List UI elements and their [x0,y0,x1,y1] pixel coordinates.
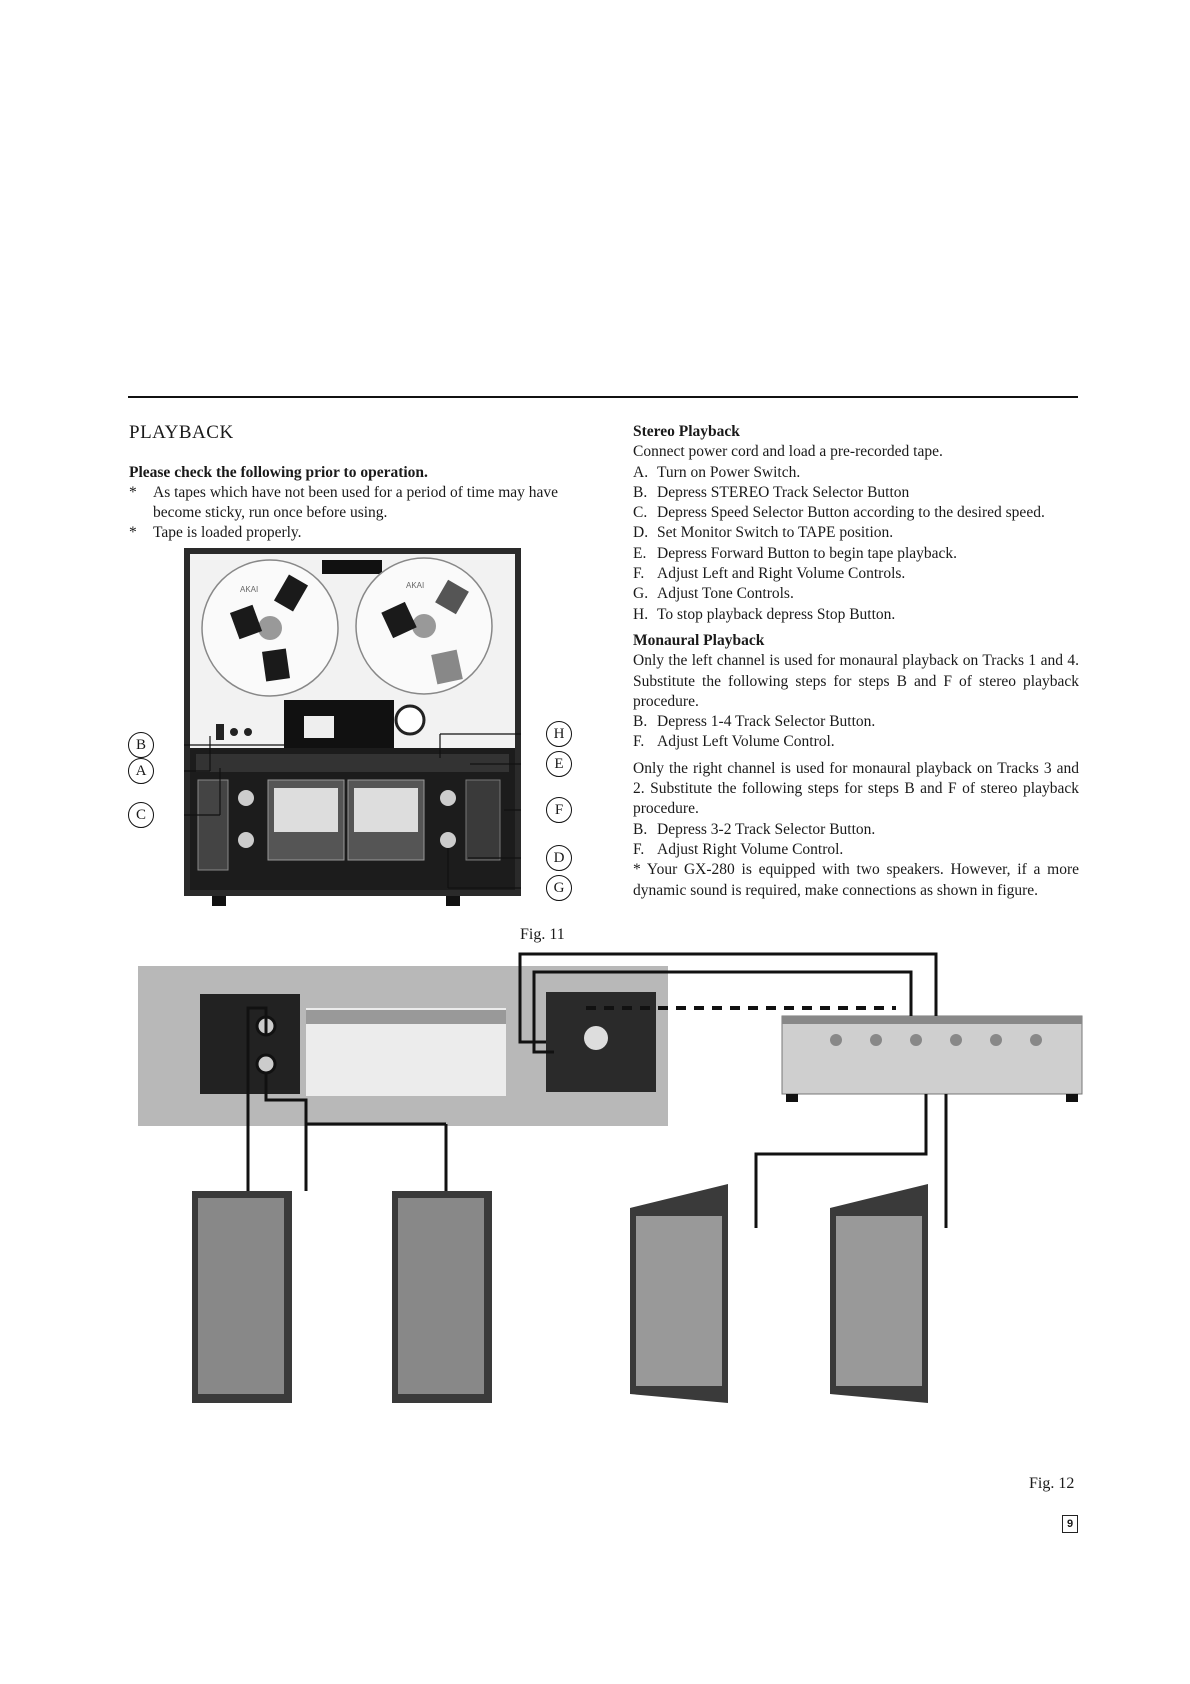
page-title: PLAYBACK [129,422,234,443]
stereo-intro: Connect power cord and load a pre-record… [633,443,943,461]
fig11-label: Fig. 11 [520,926,565,943]
tape-deck-figure: AKAI AKAI [184,548,521,906]
fig12-label: Fig. 12 [1029,1475,1075,1492]
monaural-step: F.Adjust Right Volume Control. [633,840,844,858]
stereo-step: G.Adjust Tone Controls. [633,585,794,603]
callout-b: B [128,732,154,758]
callout-c: C [128,802,154,828]
speaker-connection-figure [138,952,1083,1403]
monaural-title: Monaural Playback [633,631,765,649]
callout-f: F [546,797,572,823]
monaural-step: F.Adjust Left Volume Control. [633,733,835,751]
deck-brand-right: AKAI [406,581,424,590]
instructions: Stereo Playback Connect power cord and l… [633,422,1079,901]
stereo-step: C.Depress Speed Selector Button accordin… [633,504,1045,522]
prechecks-title: Please check the following prior to oper… [129,464,428,481]
stereo-title: Stereo Playback [633,423,740,440]
stereo-step: A.Turn on Power Switch. [633,463,801,481]
stereo-step: E.Depress Forward Button to begin tape p… [633,544,958,562]
callout-e: E [546,751,572,777]
stereo-step: D.Set Monitor Switch to TAPE position. [633,524,894,542]
precheck-item: * As tapes which have not been used for … [129,484,559,521]
page-number: 9 [1062,1515,1078,1533]
callout-h: H [546,721,572,747]
stereo-step: B.Depress STEREO Track Selector Button [633,483,910,501]
callout-a: A [128,758,154,784]
top-rule [128,396,1078,398]
monaural-step: B.Depress 1-4 Track Selector Button. [633,713,876,731]
callout-d: D [546,845,572,871]
speaker-note: * Your GX-280 is equipped with two speak… [633,861,1079,899]
monaural-step: B.Depress 3-2 Track Selector Button. [633,820,876,838]
monaural-para-1: Only the left channel is used for monaur… [633,652,1079,710]
monaural-para-2: Only the right channel is used for monau… [633,759,1079,818]
stereo-step: H.To stop playback depress Stop Button. [633,605,896,623]
deck-brand-left: AKAI [240,585,258,594]
precheck-item: * Tape is loaded properly. [129,524,302,541]
prechecks: Please check the following prior to oper… [129,463,569,543]
stereo-step: F.Adjust Left and Right Volume Controls. [633,565,906,583]
callout-g: G [546,875,572,901]
